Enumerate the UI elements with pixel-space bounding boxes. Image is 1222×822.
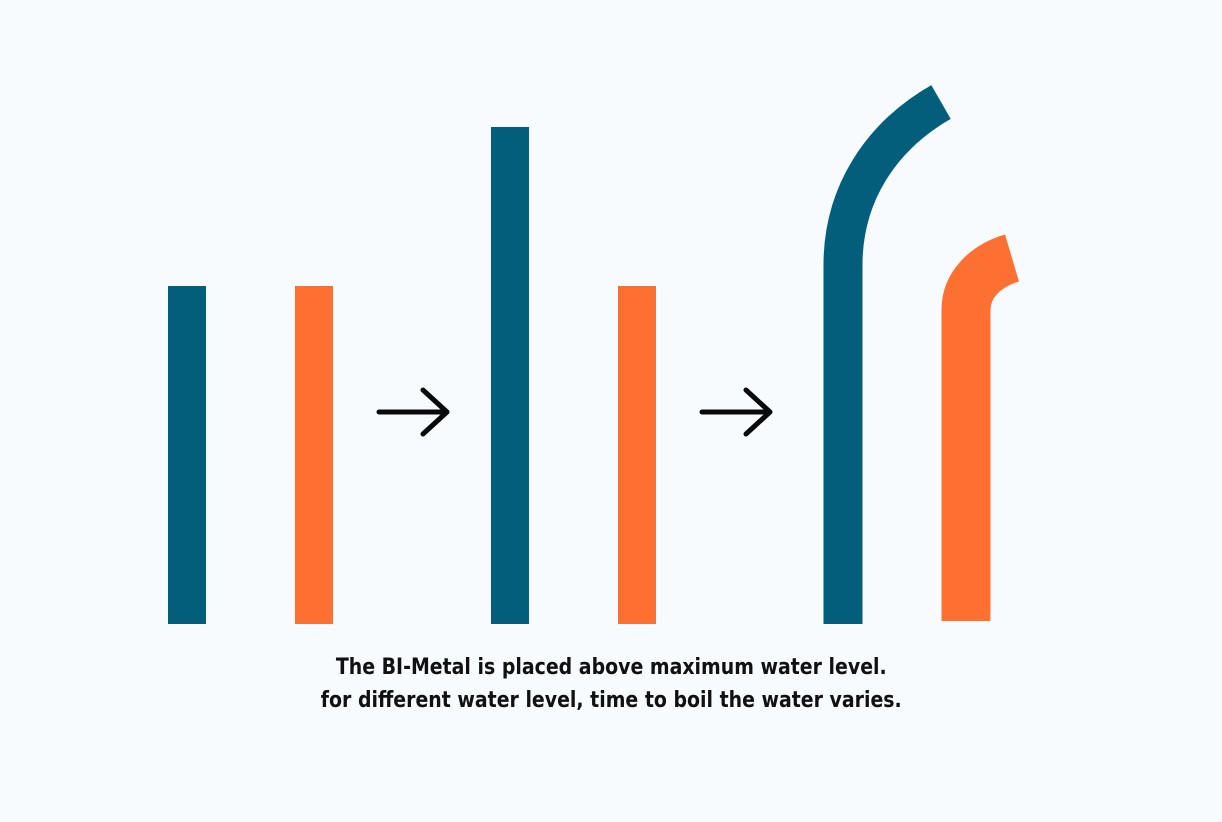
right-arrow-icon (699, 387, 773, 437)
stage-2-metal-b-strip (618, 286, 656, 624)
caption-line-2: for different water level, time to boil … (320, 688, 902, 713)
stage-3-metal-a-strip (823, 85, 952, 624)
right-arrow-icon (376, 387, 450, 437)
caption-line-1: The BI-Metal is placed above maximum wat… (335, 655, 887, 680)
stage-1-metal-a-strip (168, 286, 206, 624)
stage-2-metal-a-strip (491, 127, 529, 624)
stage-1-metal-b-strip (295, 286, 333, 624)
stage-3-metal-b-strip (941, 234, 1021, 621)
stage-expanded (491, 127, 656, 624)
stage-bent (823, 85, 1021, 624)
stage-initial (168, 286, 333, 624)
